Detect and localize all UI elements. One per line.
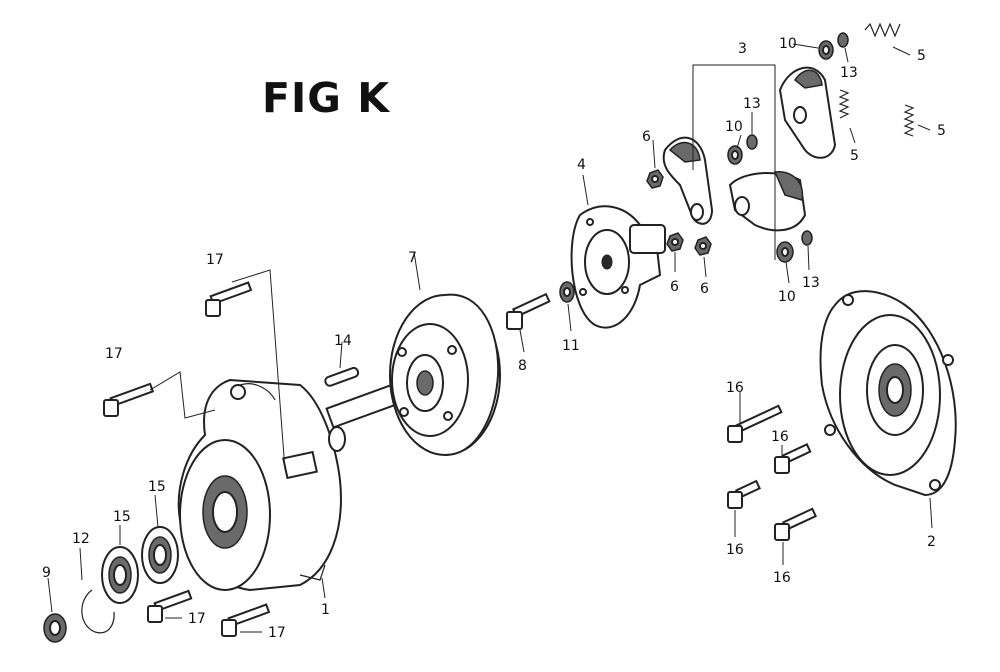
callout-15b: 15 <box>148 479 166 495</box>
clutch-shoe-left <box>662 136 714 225</box>
clip-13-a <box>746 134 758 150</box>
callout-1: 1 <box>321 602 330 618</box>
callout-6a: 6 <box>642 129 651 145</box>
callout-8: 8 <box>518 358 527 374</box>
callout-12: 12 <box>72 531 90 547</box>
clip-13-b <box>801 230 813 246</box>
leader-lines <box>47 43 933 633</box>
clutch-shoe-right-lower <box>728 171 807 232</box>
callout-9: 9 <box>42 565 51 581</box>
callout-17b: 17 <box>105 346 123 362</box>
callout-numbers: 1 2 3 4 5 5 5 6 6 6 7 8 9 10 10 10 11 12… <box>42 36 946 641</box>
bearing-outer <box>101 546 139 604</box>
leader-17-left <box>149 371 216 419</box>
bolt-8 <box>506 292 551 330</box>
washer-10-c <box>818 40 834 60</box>
clutch-shoe-right-upper <box>778 66 837 159</box>
callout-6b: 6 <box>670 279 679 295</box>
callout-11: 11 <box>562 338 580 354</box>
bolt-16-b <box>774 443 812 474</box>
clip-13-c <box>837 32 849 48</box>
callout-5a: 5 <box>917 48 926 64</box>
callout-17c: 17 <box>188 611 206 627</box>
clutch-drum <box>325 293 501 456</box>
callout-16a: 16 <box>726 380 744 396</box>
bolt-17-bottom <box>147 589 193 623</box>
callout-6c: 6 <box>700 281 709 297</box>
spring-5-c <box>903 104 915 137</box>
callout-2: 2 <box>927 534 936 550</box>
flange-nut <box>43 613 67 643</box>
nut-6-a <box>646 169 664 189</box>
callout-16c: 16 <box>726 542 744 558</box>
callout-4: 4 <box>577 157 586 173</box>
callout-15a: 15 <box>113 509 131 525</box>
figure-title: FIG K <box>262 74 390 122</box>
callout-13b: 13 <box>802 275 820 291</box>
callout-3: 3 <box>738 41 747 57</box>
callout-10c: 10 <box>779 36 797 52</box>
bolt-17-top <box>205 281 253 317</box>
callout-13c: 13 <box>840 65 858 81</box>
clutch-housing <box>177 378 342 592</box>
bolt-16-d <box>774 507 818 541</box>
washer-10-a <box>727 145 743 165</box>
callout-16d: 16 <box>773 570 791 586</box>
spring-5-b <box>838 89 850 119</box>
callout-16b: 16 <box>771 429 789 445</box>
callout-5c: 5 <box>850 148 859 164</box>
callout-17a: 17 <box>206 252 224 268</box>
bolt-16-a <box>727 404 783 443</box>
callout-7: 7 <box>408 250 417 266</box>
clutch-cover <box>819 290 957 497</box>
leader-17-top <box>231 269 286 471</box>
callout-13a: 13 <box>743 96 761 112</box>
leader-3-bracket <box>692 64 776 260</box>
bearing-inner <box>141 526 179 584</box>
circlip <box>81 589 115 634</box>
woodruff-key <box>324 366 360 387</box>
nut-6-b <box>666 232 684 252</box>
bolt-16-c <box>727 479 761 509</box>
callout-14: 14 <box>334 333 352 349</box>
clutch-plate <box>570 205 666 329</box>
callout-10a: 10 <box>725 119 743 135</box>
callout-5b: 5 <box>937 123 946 139</box>
washer-10-b <box>776 241 794 263</box>
bolt-17-left <box>103 382 155 417</box>
callout-10b: 10 <box>778 289 796 305</box>
nut-6-c <box>694 236 712 256</box>
spring-5-a <box>864 22 901 38</box>
callout-17d: 17 <box>268 625 286 641</box>
washer-11 <box>559 281 575 303</box>
bolt-17-lower <box>221 603 271 637</box>
